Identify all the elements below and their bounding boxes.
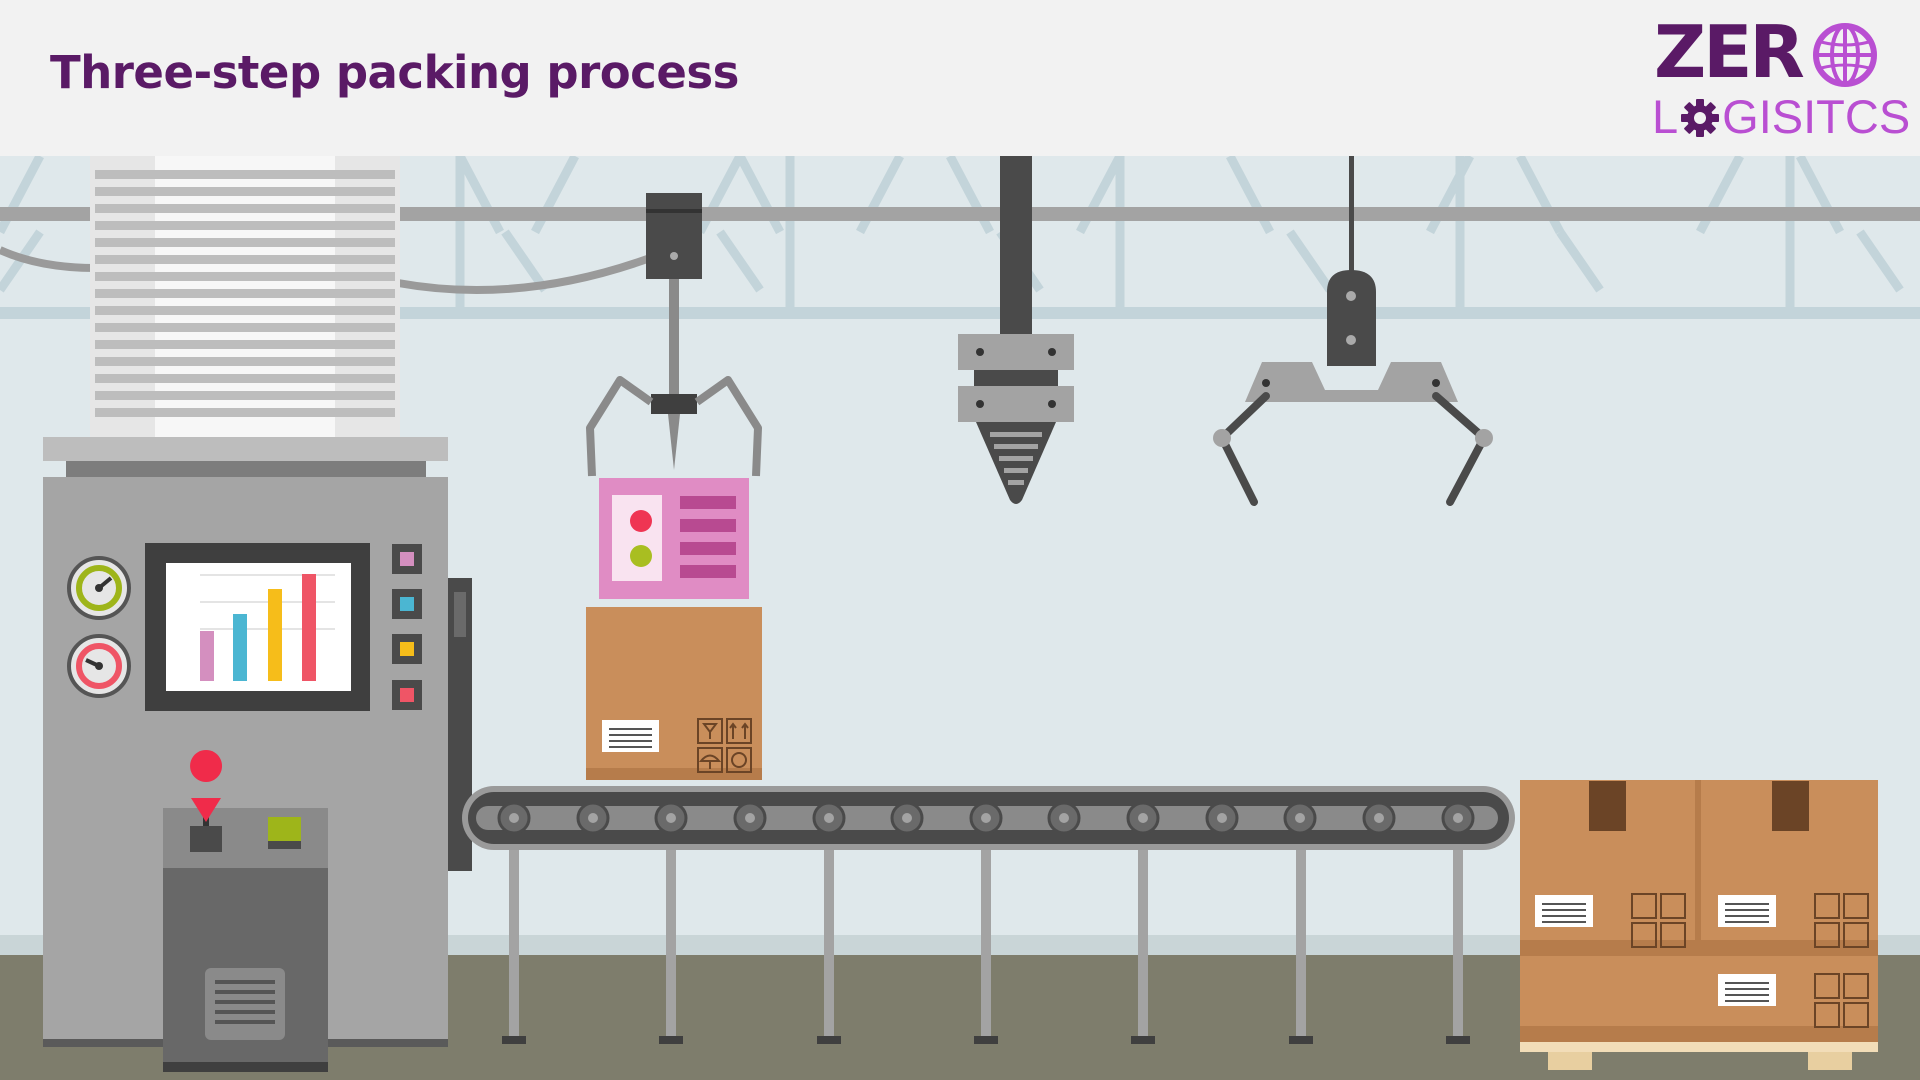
packed-boxes (1520, 780, 1878, 1070)
claw-arm-step-1 (586, 193, 762, 477)
tape-dispenser-step-2 (958, 156, 1074, 504)
slide-title: Three-step packing process (50, 46, 739, 99)
company-logo: ZER L (1650, 10, 1910, 142)
gripper-arm-step-3 (1213, 156, 1493, 506)
header-bar: Three-step packing process ZER L (0, 0, 1920, 156)
globe-icon (1813, 23, 1877, 87)
gauge-icon (67, 634, 131, 698)
logo-text-zer: ZER (1654, 10, 1805, 94)
gauge-icon (67, 556, 131, 620)
packing-machine (43, 156, 472, 1072)
cardboard-box (586, 607, 762, 780)
conveyor-belt (462, 786, 1515, 1044)
gear-icon (1680, 97, 1720, 137)
product-panel (599, 478, 749, 599)
box-symbols-icon (1631, 893, 1869, 1028)
logo-letter-l: L (1652, 90, 1679, 143)
overhead-rail (0, 207, 1920, 221)
box-symbols-icon (697, 718, 752, 773)
logo-text-logistics: L (1652, 92, 1910, 142)
packing-illustration (0, 156, 1920, 1080)
logo-letters-rest: GISITCS (1722, 90, 1911, 143)
